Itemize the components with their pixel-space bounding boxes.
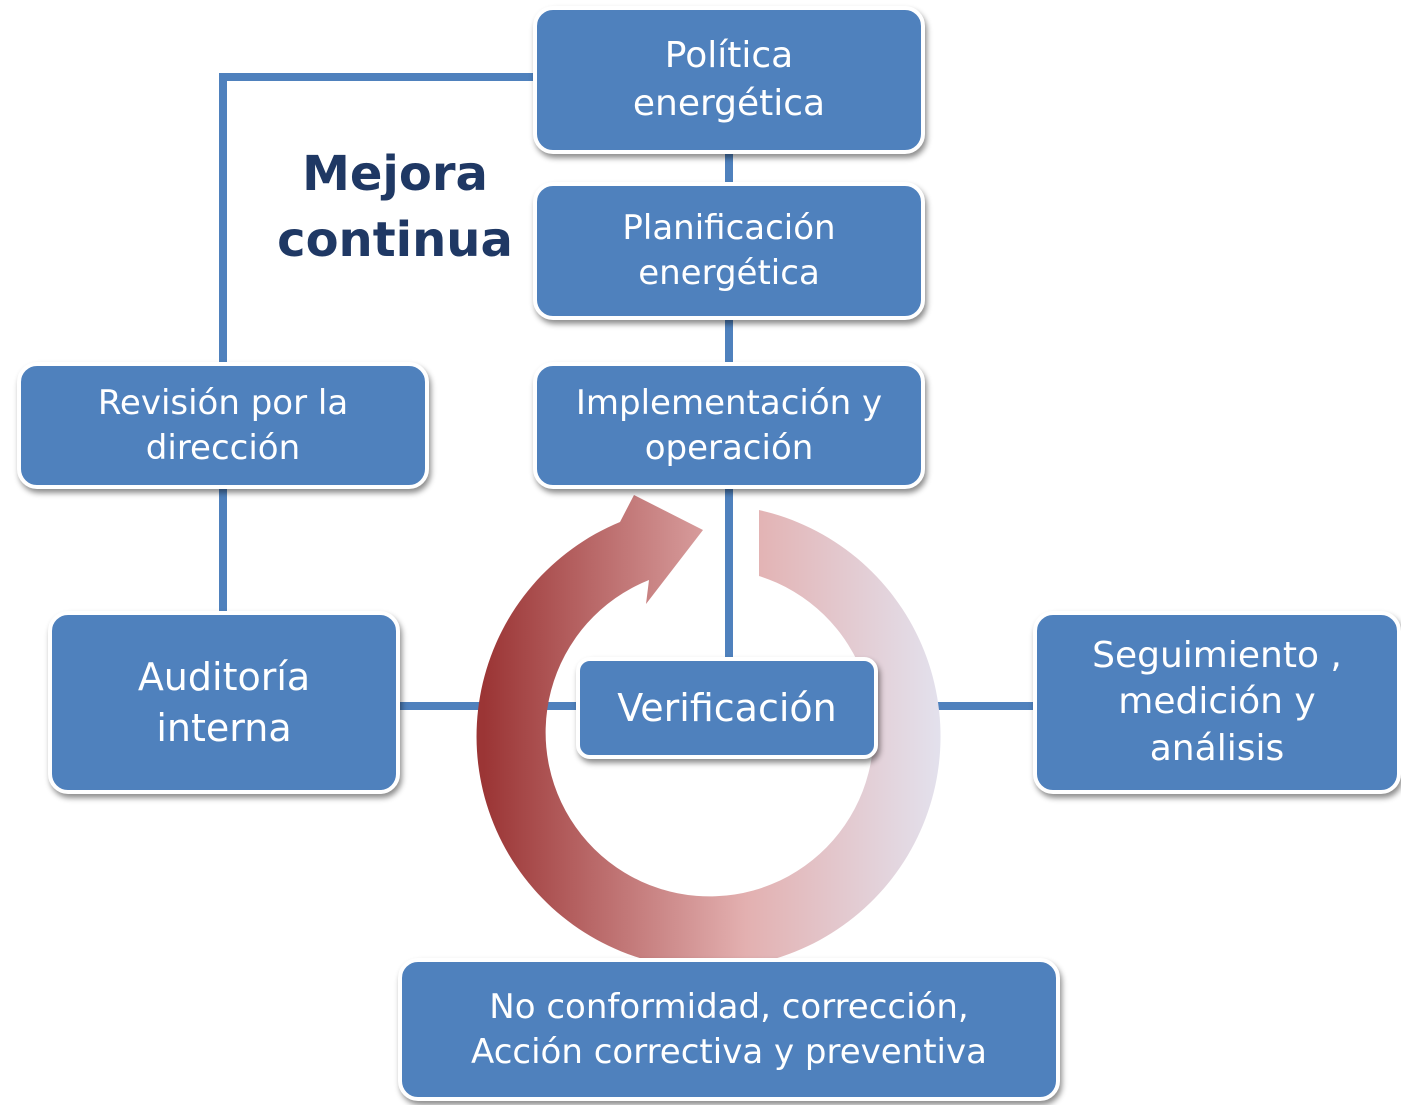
diagram-title: Mejora continua bbox=[277, 146, 513, 269]
box-implementacion-operacion: Implementación y operación bbox=[533, 362, 925, 489]
connector-politica-to-revision-top bbox=[219, 73, 537, 81]
connector-revision-auditoria bbox=[219, 487, 227, 615]
box-politica-energetica: Política energética bbox=[533, 6, 925, 154]
connector-planificacion-implementacion bbox=[725, 318, 733, 366]
connector-politica-to-revision-left bbox=[219, 73, 227, 365]
box-revision-direccion: Revisión por la dirección bbox=[17, 362, 429, 489]
box-verificacion: Verificación bbox=[576, 657, 878, 759]
cycle-arrow-body bbox=[476, 495, 941, 969]
connector-verificacion-seguimiento bbox=[876, 702, 1036, 710]
box-planificacion-energetica: Planificación energética bbox=[533, 182, 925, 320]
connector-implementacion-verificacion bbox=[725, 487, 733, 663]
box-no-conformidad: No conformidad, corrección, Acción corre… bbox=[398, 958, 1060, 1101]
box-auditoria-interna: Auditoría interna bbox=[48, 611, 400, 794]
box-seguimiento-medicion-analisis: Seguimiento , medición y análisis bbox=[1033, 611, 1401, 794]
connector-politica-planificacion bbox=[725, 152, 733, 186]
